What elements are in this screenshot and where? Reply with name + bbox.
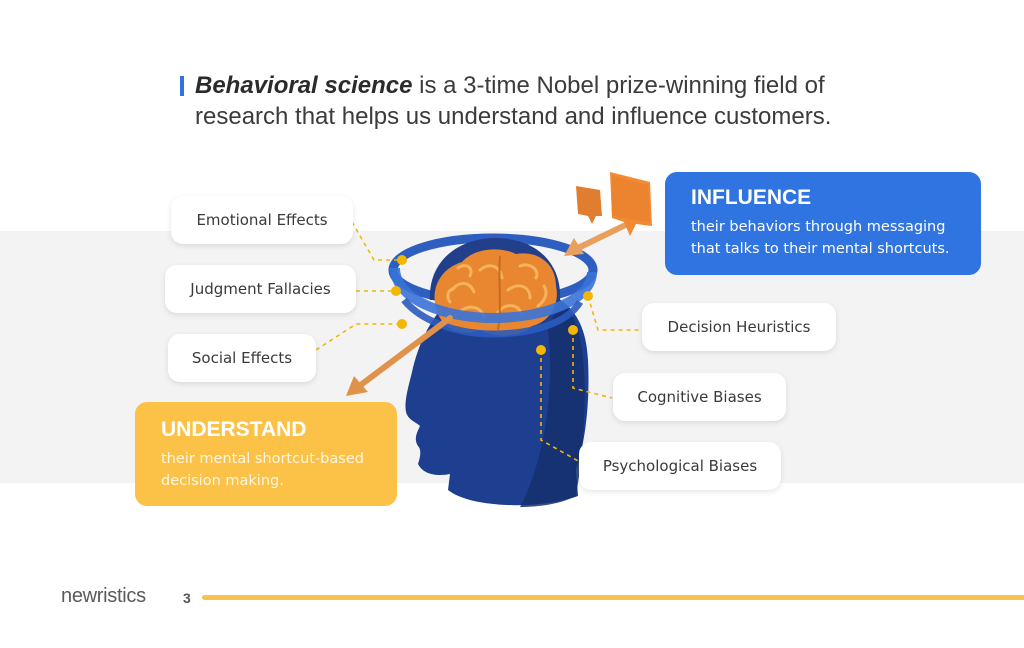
connector-lines (315, 221, 642, 463)
understand-text-line-2: decision making. (161, 473, 284, 489)
footer-accent-bar (202, 595, 1024, 600)
label-psychological-biases: Psychological Biases (579, 442, 781, 490)
influence-text-line-2: that talks to their mental shortcuts. (691, 241, 950, 257)
page-number: 3 (183, 590, 191, 606)
heading-accent-bar (180, 76, 184, 96)
label-emotional-effects: Emotional Effects (171, 196, 353, 244)
heading-line-2: research that helps us understand and in… (195, 103, 832, 130)
label-cognitive-biases: Cognitive Biases (613, 373, 786, 421)
connector-cognitive (572, 330, 613, 399)
influence-text-line-1: their behaviors through messaging (691, 219, 946, 235)
heading-emphasis: Behavioral science (195, 72, 413, 99)
connector-emotional (351, 221, 402, 261)
understand-text: their mental shortcut-based decision mak… (161, 448, 397, 492)
newristics-logo: newristics (61, 585, 146, 607)
connector-dots (391, 255, 593, 355)
halo-ring-front (390, 267, 597, 324)
arrow-understand (346, 315, 453, 396)
connector-psychological (540, 350, 581, 463)
label-judgment-fallacies: Judgment Fallacies (165, 265, 356, 313)
understand-title: UNDERSTAND (161, 418, 307, 441)
understand-text-line-1: their mental shortcut-based (161, 451, 364, 467)
influence-text: their behaviors through messaging that t… (691, 216, 981, 260)
speech-bubbles-icon (576, 172, 652, 236)
heading-line-1: Behavioral science is a 3-time Nobel pri… (180, 70, 900, 101)
halo-ring-lower (401, 297, 583, 338)
heading-rest: is a 3-time Nobel prize-winning field of (412, 72, 825, 99)
connector-heuristics (587, 295, 642, 331)
page-heading: Behavioral science is a 3-time Nobel pri… (180, 70, 900, 132)
understand-card: UNDERSTAND their mental shortcut-based d… (135, 402, 397, 506)
influence-title: INFLUENCE (691, 186, 812, 209)
influence-card: INFLUENCE their behaviors through messag… (665, 172, 981, 275)
label-social-effects: Social Effects (168, 334, 316, 382)
connector-social (315, 323, 402, 351)
label-decision-heuristics: Decision Heuristics (642, 303, 836, 351)
